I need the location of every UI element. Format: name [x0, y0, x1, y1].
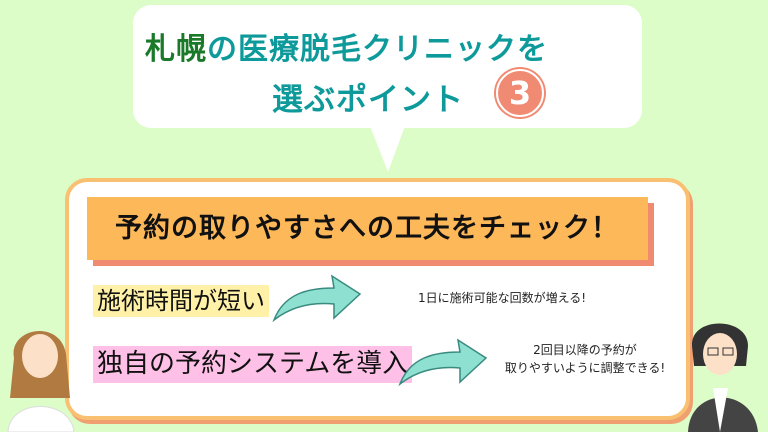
man-illustration	[688, 323, 758, 432]
title-city: 札幌	[145, 32, 207, 67]
title-speech-bubble	[133, 5, 642, 128]
result-line: 1日に施術可能な回数が増える!	[418, 291, 587, 305]
title-rest: の医療脱毛クリニックを	[207, 32, 548, 67]
item-label-reservation-system: 独自の予約システムを導入	[93, 346, 413, 383]
right-arrow-icon	[398, 338, 488, 387]
item-label-short-treatment: 施術時間が短い	[93, 285, 269, 317]
speech-bubble-tail	[370, 126, 405, 172]
title-line-2: 選ぶポイント	[272, 82, 464, 118]
result-line: 2回目以降の予約が	[533, 343, 637, 357]
result-line: 取りやすいように調整できる!	[504, 361, 666, 375]
woman-illustration	[7, 330, 75, 432]
section-banner: 予約の取りやすさへの工夫をチェック！	[87, 197, 648, 260]
item-result-2: 2回目以降の予約が 取りやすいように調整できる!	[500, 341, 670, 377]
title-line-1: 札幌の医療脱毛クリニックを	[145, 24, 548, 68]
right-arrow-icon	[272, 274, 362, 323]
point-number-badge: 3	[496, 69, 544, 117]
item-result-1: 1日に施術可能な回数が増える!	[418, 289, 586, 307]
